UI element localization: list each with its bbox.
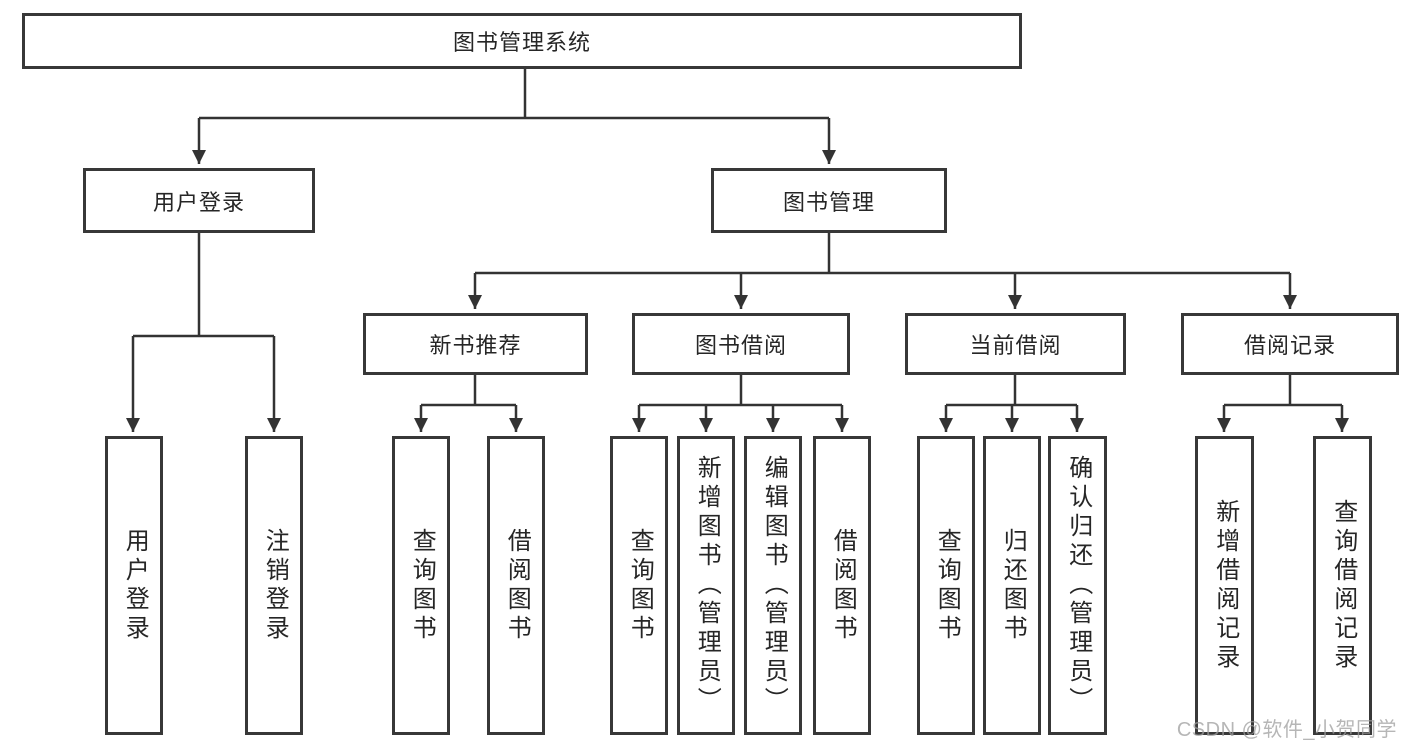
leaf-return-book-label: 归还图书 bbox=[999, 527, 1027, 644]
leaf-borrow-books-recommend: 借阅图书 bbox=[487, 436, 545, 735]
leaf-query-books-borrow: 查询图书 bbox=[610, 436, 668, 735]
node-current-borrow: 当前借阅 bbox=[905, 313, 1126, 375]
node-book-management: 图书管理 bbox=[711, 168, 947, 233]
leaf-add-book-admin-label: 新增图书（管理员） bbox=[693, 455, 721, 716]
leaf-add-borrow-record-label: 新增借阅记录 bbox=[1211, 498, 1239, 673]
node-borrow-record-label: 借阅记录 bbox=[1243, 333, 1336, 358]
node-current-borrow-label: 当前借阅 bbox=[969, 333, 1062, 358]
leaf-add-book-admin: 新增图书（管理员） bbox=[677, 436, 735, 735]
leaf-add-borrow-record: 新增借阅记录 bbox=[1195, 436, 1254, 735]
leaf-borrow-book: 借阅图书 bbox=[813, 436, 871, 735]
leaf-query-books-recommend-label: 查询图书 bbox=[408, 527, 436, 644]
leaf-query-books-recommend: 查询图书 bbox=[392, 436, 450, 735]
leaf-return-book: 归还图书 bbox=[983, 436, 1041, 735]
leaf-user-login: 用户登录 bbox=[105, 436, 163, 735]
leaf-query-borrow-record-label: 查询借阅记录 bbox=[1329, 498, 1357, 673]
leaf-query-books-borrow-label: 查询图书 bbox=[626, 527, 654, 644]
leaf-logout: 注销登录 bbox=[245, 436, 303, 735]
leaf-logout-label: 注销登录 bbox=[261, 527, 289, 644]
node-book-borrow: 图书借阅 bbox=[632, 313, 850, 375]
node-system-root: 图书管理系统 bbox=[22, 13, 1022, 69]
node-new-book-recommend-label: 新书推荐 bbox=[429, 333, 522, 358]
leaf-borrow-books-recommend-label: 借阅图书 bbox=[503, 527, 531, 644]
node-book-management-label: 图书管理 bbox=[782, 189, 875, 215]
node-book-borrow-label: 图书借阅 bbox=[694, 333, 787, 358]
node-system-root-label: 图书管理系统 bbox=[452, 30, 591, 55]
leaf-edit-book-admin: 编辑图书（管理员） bbox=[744, 436, 802, 735]
node-user-login-label: 用户登录 bbox=[152, 189, 245, 215]
node-user-login: 用户登录 bbox=[83, 168, 315, 233]
leaf-query-books-current: 查询图书 bbox=[917, 436, 975, 735]
leaf-edit-book-admin-label: 编辑图书（管理员） bbox=[760, 455, 788, 716]
leaf-user-login-label: 用户登录 bbox=[121, 527, 149, 644]
leaf-confirm-return-admin-label: 确认归还（管理员） bbox=[1064, 455, 1092, 716]
leaf-borrow-book-label: 借阅图书 bbox=[829, 527, 857, 644]
node-new-book-recommend: 新书推荐 bbox=[363, 313, 588, 375]
node-borrow-record: 借阅记录 bbox=[1181, 313, 1399, 375]
leaf-query-books-current-label: 查询图书 bbox=[933, 527, 961, 644]
leaf-confirm-return-admin: 确认归还（管理员） bbox=[1048, 436, 1107, 735]
leaf-query-borrow-record: 查询借阅记录 bbox=[1313, 436, 1372, 735]
